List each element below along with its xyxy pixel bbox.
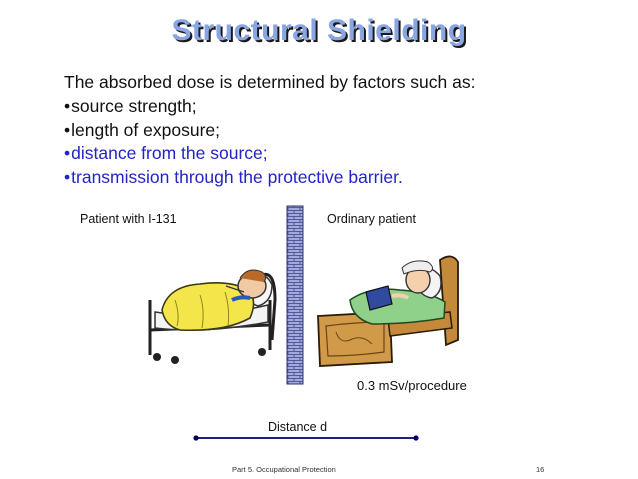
bullet-item: •source strength; — [64, 95, 403, 119]
left-patient-label: Patient with I-131 — [80, 212, 177, 226]
slide-title: Structural Shielding — [171, 14, 467, 47]
bullet-text: length of exposure; — [71, 119, 220, 140]
distance-indicator — [193, 435, 419, 441]
footer-section-title: Part 5. Occupational Protection — [232, 465, 336, 474]
footer-page-number: 16 — [536, 465, 545, 474]
bullet-item: •distance from the source; — [64, 142, 403, 166]
distance-label: Distance d — [268, 420, 328, 434]
bullet-dot: • — [64, 96, 71, 116]
ordinary-patient-illustration — [317, 255, 459, 367]
bullet-text: transmission through the protective barr… — [71, 166, 403, 187]
bullet-text: distance from the source; — [71, 143, 268, 163]
bullet-dot: • — [64, 119, 71, 140]
patient-i131-illustration — [148, 269, 277, 364]
brick-wall-barrier — [286, 205, 304, 385]
dose-label: 0.3 mSv/procedure — [357, 378, 467, 393]
bullet-item: •length of exposure; — [64, 119, 403, 143]
right-patient-label: Ordinary patient — [327, 212, 416, 226]
bullet-text: source strength; — [71, 96, 197, 116]
bullet-dot: • — [64, 143, 71, 163]
intro-text: The absorbed dose is determined by facto… — [64, 72, 476, 92]
factor-list: •source strength; •length of exposure; •… — [64, 95, 403, 189]
bullet-item: •transmission through the protective bar… — [64, 166, 403, 190]
bullet-dot: • — [64, 166, 71, 187]
